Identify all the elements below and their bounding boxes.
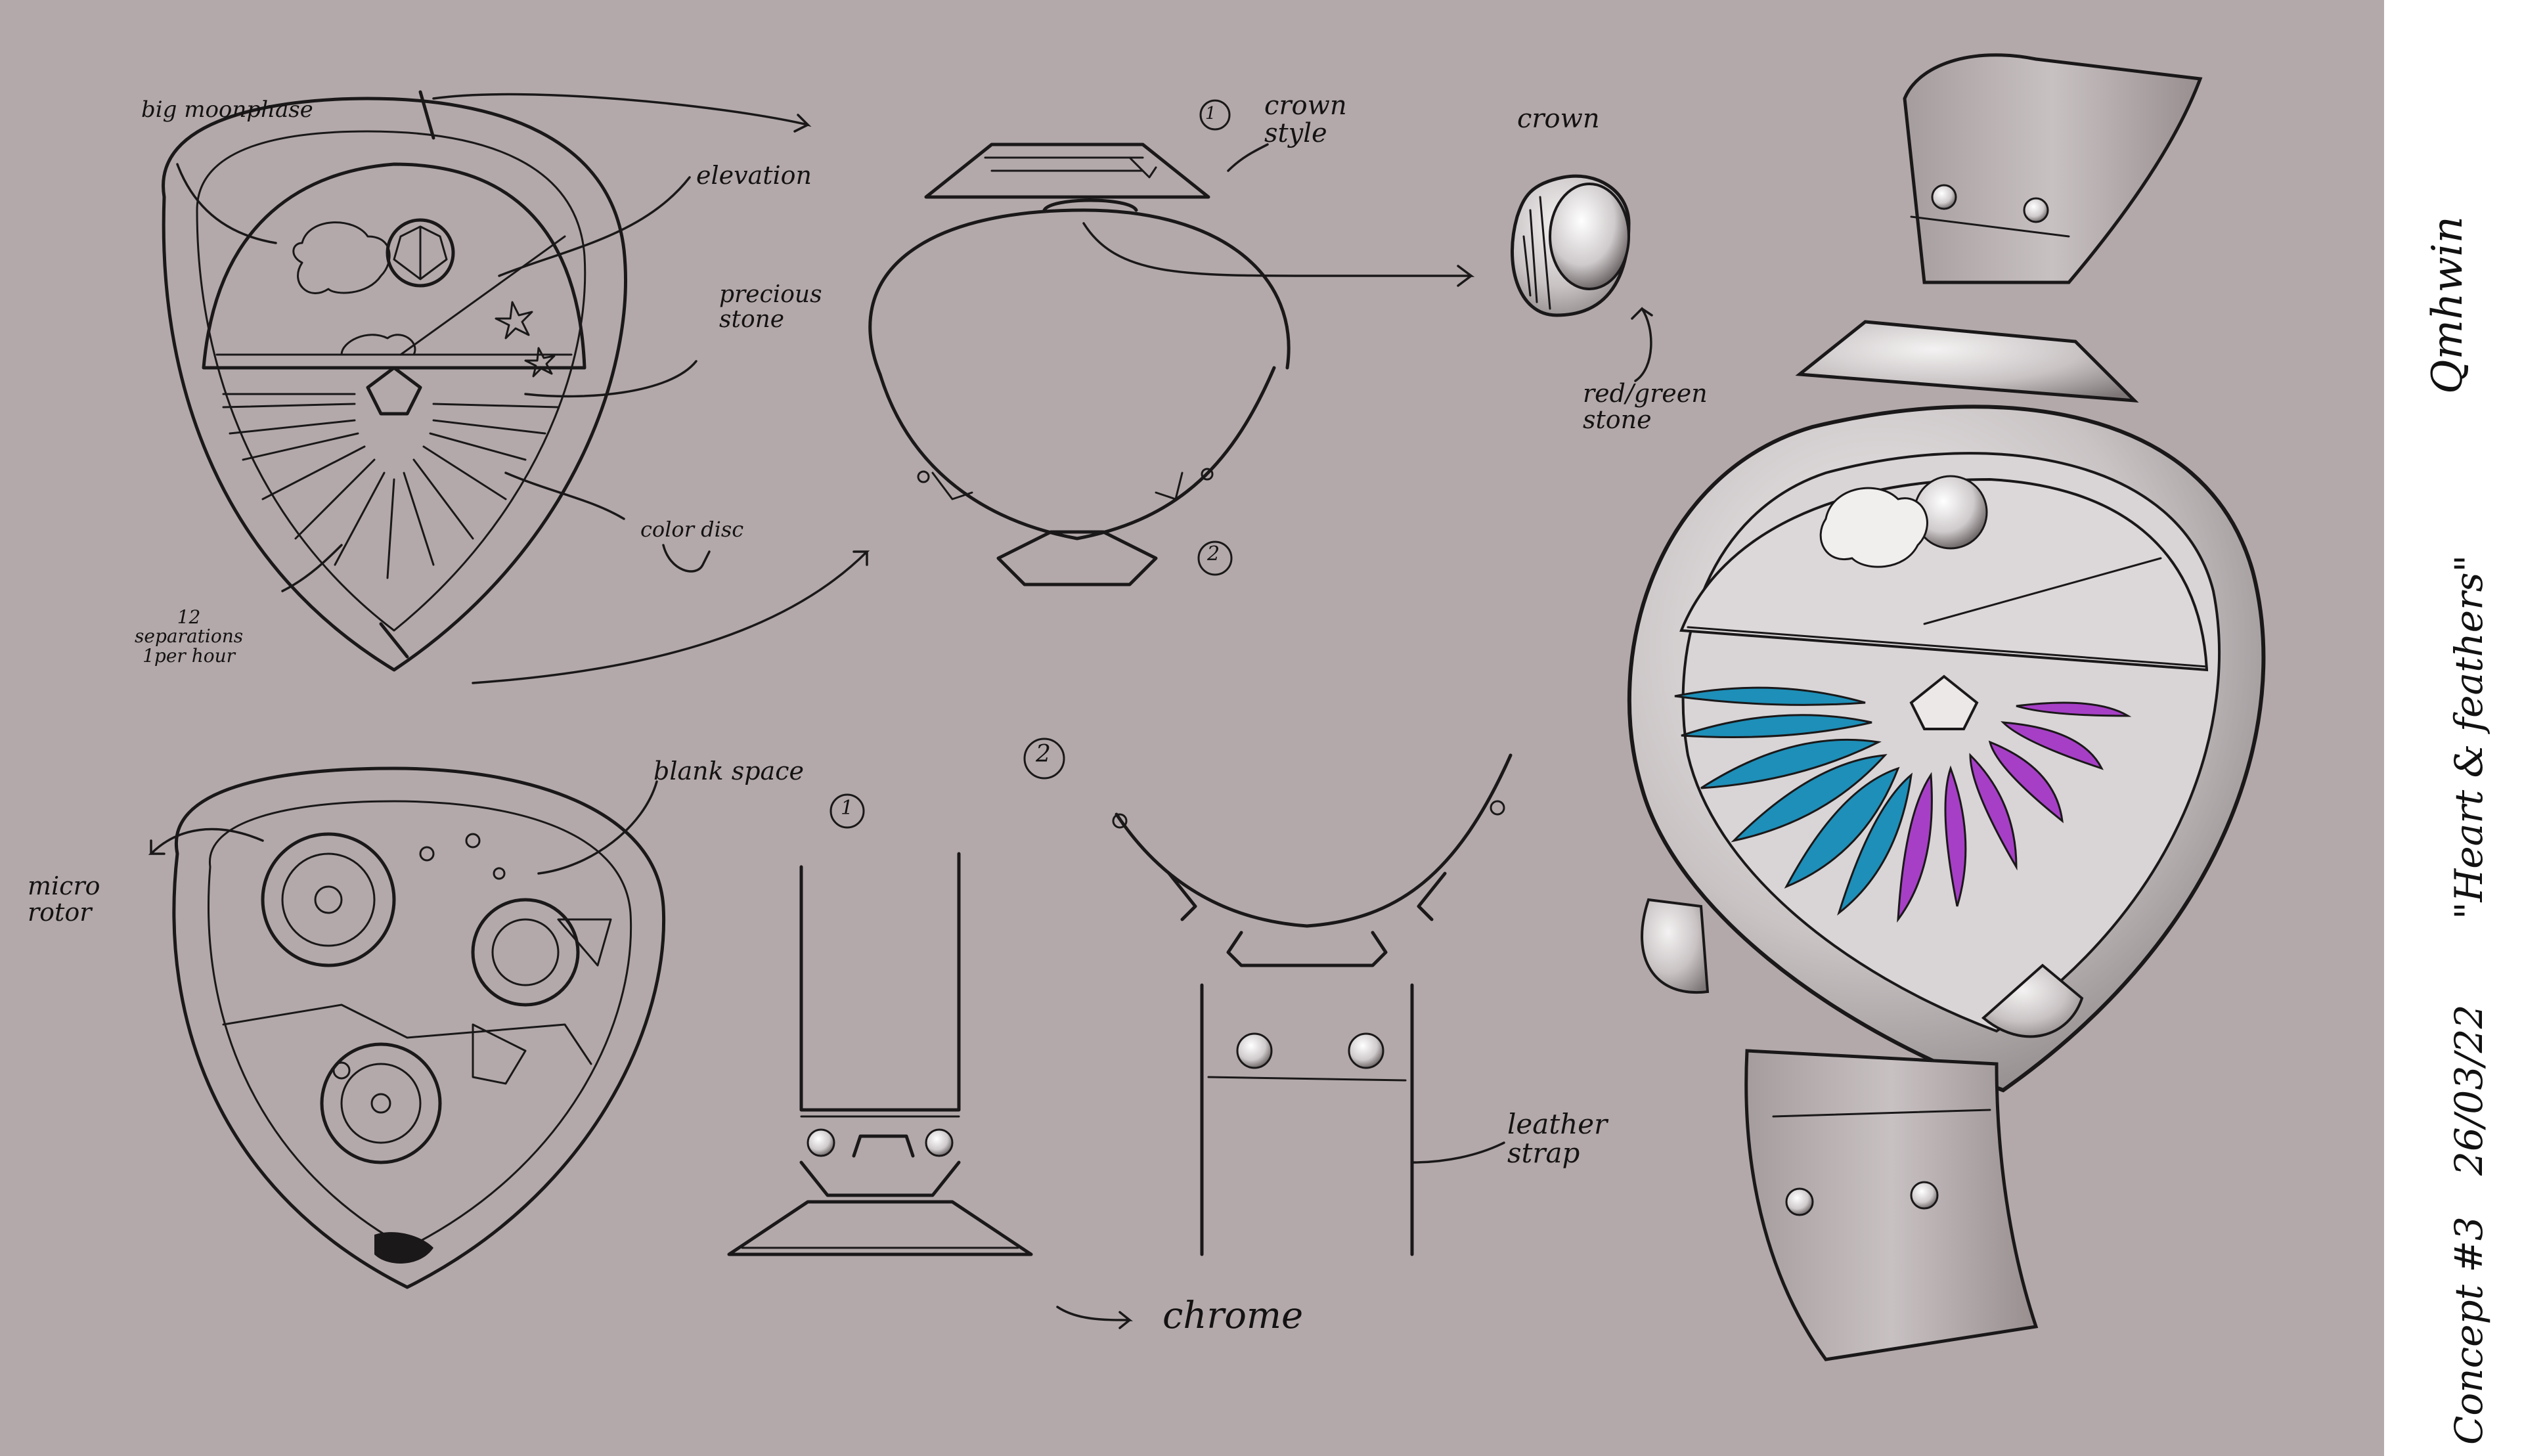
case-outline-sketch <box>868 99 1475 586</box>
feather-disc <box>1674 686 2132 923</box>
title-panel: Qmhwin Concept #3 26/03/22 "Heart & feat… <box>2384 0 2522 1456</box>
concept-number: Concept #3 <box>2446 1216 2491 1445</box>
label-red-green-stone: red/green stone <box>1583 379 1708 434</box>
label-crown-style: crown style <box>1264 91 1347 148</box>
label-micro-rotor: micro rotor <box>28 871 100 927</box>
label-number-2-top: 2 <box>1207 542 1220 565</box>
label-chrome: chrome <box>1162 1294 1304 1337</box>
watch-render <box>1627 53 2266 1361</box>
signature: Qmhwin <box>2423 216 2472 394</box>
label-crown-style-number: 1 <box>1205 104 1216 123</box>
label-separations: 12 separations 1per hour <box>135 606 244 667</box>
label-blank-space: blank space <box>653 757 804 785</box>
label-color-disc: color disc <box>640 517 744 542</box>
sketch-date: 26/03/22 <box>2446 1004 2491 1176</box>
label-number-2-middle: 2 <box>1036 741 1051 768</box>
label-leather-strap: leather strap <box>1507 1108 1608 1170</box>
label-number-1-middle: 1 <box>841 797 854 820</box>
crown-sketch <box>1511 174 1653 382</box>
strap-sketch-2 <box>830 738 1513 1256</box>
watch-front-sketch <box>162 90 627 672</box>
label-elevation: elevation <box>696 161 812 190</box>
annotation-arrows-front <box>176 93 870 684</box>
label-precious-stone: precious stone <box>719 281 822 333</box>
concept-title: "Heart & feathers" <box>2446 554 2491 919</box>
label-big-moonphase: big moonphase <box>141 97 313 123</box>
watch-back-sketch <box>148 766 666 1289</box>
sketch-board: big moonphase elevation precious stone c… <box>28 53 2266 1361</box>
sketch-drawing <box>148 53 2266 1361</box>
strap-sketch-1 <box>727 852 1133 1329</box>
label-crown: crown <box>1517 104 1600 134</box>
